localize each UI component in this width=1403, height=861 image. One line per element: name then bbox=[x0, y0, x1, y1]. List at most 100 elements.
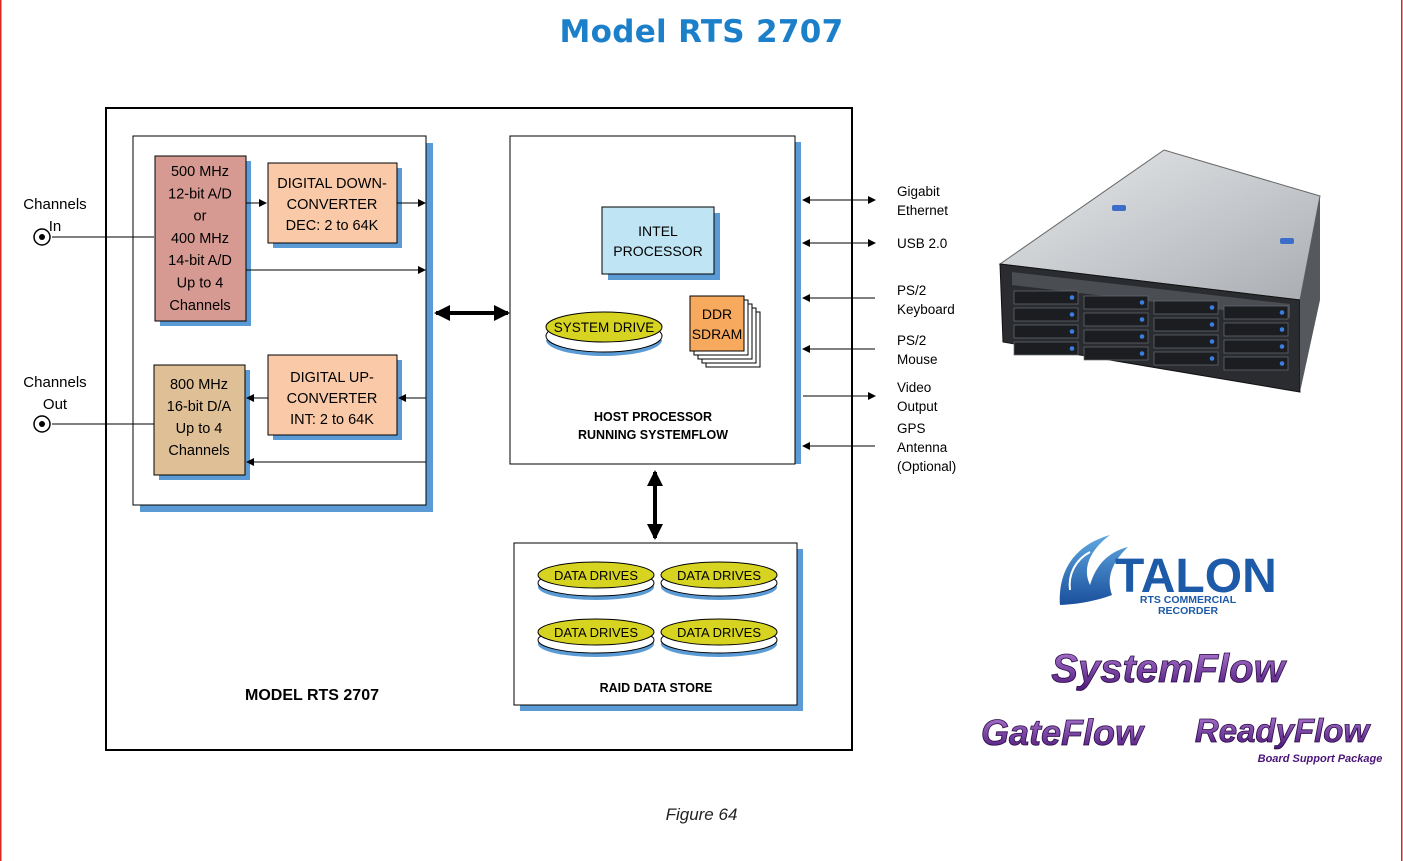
svg-text:RAID DATA STORE: RAID DATA STORE bbox=[600, 681, 713, 695]
server-bay-led bbox=[1139, 300, 1145, 305]
io-gps-label: Antenna bbox=[897, 440, 948, 455]
server-bay-led bbox=[1069, 312, 1075, 317]
io-mouse-label: Mouse bbox=[897, 352, 938, 367]
host-label-line: RUNNING SYSTEMFLOW bbox=[578, 428, 728, 442]
io-lines bbox=[802, 196, 876, 450]
coax-connector-icon bbox=[33, 228, 51, 246]
server-bay-led bbox=[1209, 356, 1215, 361]
ddc-label-line: CONVERTER bbox=[287, 197, 378, 213]
adc-block: 500 MHz 12-bit A/D or 400 MHz 14-bit A/D Up t… bbox=[154, 155, 251, 326]
channels-in-label-line: Channels bbox=[23, 196, 86, 213]
duc-label-line: INT: 2 to 64K bbox=[290, 412, 374, 428]
channels-out-label-line: Channels bbox=[23, 374, 86, 391]
server-drive-bay bbox=[1153, 300, 1219, 315]
dac-label-line: 16-bit D/A bbox=[167, 399, 232, 415]
server-drive-bay bbox=[1083, 346, 1149, 361]
intel-label-line: INTEL bbox=[638, 223, 678, 239]
ddr-label-line: DDR bbox=[702, 306, 732, 322]
dac-label-line: 800 MHz bbox=[170, 377, 228, 393]
server-bay-led bbox=[1279, 310, 1285, 315]
io-video-label: Video bbox=[897, 380, 931, 395]
data-drive-label: DATA DRIVES bbox=[554, 568, 638, 583]
readyflow-subtitle: Board Support Package bbox=[1258, 753, 1383, 765]
duc-label-line: CONVERTER bbox=[287, 391, 378, 407]
ddc-label-line: DIGITAL DOWN- bbox=[277, 176, 387, 192]
server-drive-bay bbox=[1153, 334, 1219, 349]
intel-label-line: PROCESSOR bbox=[613, 243, 702, 259]
server-bay-led bbox=[1209, 305, 1215, 310]
server-drive-bay bbox=[1083, 295, 1149, 310]
svg-text:SYSTEM DRIVE: SYSTEM DRIVE bbox=[554, 320, 655, 335]
io-keyboard-label: PS/2 bbox=[897, 283, 926, 298]
system-drive-icon: SYSTEM DRIVE bbox=[545, 311, 663, 356]
server-drive-bay bbox=[1153, 351, 1219, 366]
figure-caption: Figure 64 bbox=[665, 805, 738, 824]
server-drive-bay bbox=[1083, 329, 1149, 344]
server-bay-led bbox=[1279, 327, 1285, 332]
adc-label-line: Channels bbox=[169, 298, 230, 314]
server-bay-led bbox=[1209, 322, 1215, 327]
adc-label-line: 14-bit A/D bbox=[168, 253, 232, 269]
server-bay-led bbox=[1139, 351, 1145, 356]
duc-block: DIGITAL UP- CONVERTER INT: 2 to 64K bbox=[267, 354, 402, 440]
server-drive-bay bbox=[1013, 307, 1079, 322]
server-bay-led bbox=[1279, 344, 1285, 349]
readyflow-logo: ReadyFlow bbox=[1195, 712, 1372, 749]
dac-label-line: Channels bbox=[168, 443, 229, 459]
server-bay-led bbox=[1069, 329, 1075, 334]
intel-processor: INTEL PROCESSOR bbox=[601, 206, 720, 280]
channels-in-label-line: In bbox=[49, 218, 62, 235]
adc-label-line: 12-bit A/D bbox=[168, 186, 232, 202]
talon-subtitle-line: RTS COMMERCIAL bbox=[1140, 594, 1237, 606]
adc-label-line: Up to 4 bbox=[177, 276, 224, 292]
server-drive-bay bbox=[1013, 324, 1079, 339]
ddc-label-line: DEC: 2 to 64K bbox=[286, 218, 379, 234]
server-drive-bay bbox=[1013, 290, 1079, 305]
ddr-label-line: SDRAM bbox=[692, 326, 743, 342]
adc-label-line: or bbox=[194, 209, 207, 225]
data-drive-icon: DATA DRIVES bbox=[660, 561, 778, 600]
systemflow-logo: SystemFlow bbox=[1051, 647, 1287, 691]
server-bay-led bbox=[1069, 346, 1075, 351]
adc-label-line: 500 MHz bbox=[171, 164, 229, 180]
rackmount-server-image bbox=[998, 149, 1321, 393]
ddr-sdram-stack: DDR SDRAM bbox=[689, 295, 761, 368]
server-drive-bay bbox=[1223, 322, 1289, 337]
server-bay-led bbox=[1069, 295, 1075, 300]
data-drive-icon: DATA DRIVES bbox=[537, 618, 655, 657]
model-label: MODEL RTS 2707 bbox=[245, 687, 379, 704]
io-usb-label: USB 2.0 bbox=[897, 236, 947, 251]
channels-out-label-line: Out bbox=[43, 396, 68, 413]
dac-label-line: Up to 4 bbox=[176, 421, 223, 437]
io-gps-label: (Optional) bbox=[897, 459, 956, 474]
adc-label-line: 400 MHz bbox=[171, 231, 229, 247]
svg-text:TALON: TALON bbox=[1115, 550, 1277, 603]
data-drive-icon: DATA DRIVES bbox=[660, 618, 778, 657]
gateflow-logo: GateFlow bbox=[981, 712, 1145, 753]
data-drive-icon: DATA DRIVES bbox=[537, 561, 655, 600]
server-bay-led bbox=[1139, 317, 1145, 322]
server-bay-led bbox=[1279, 361, 1285, 366]
io-gps-label: GPS bbox=[897, 421, 926, 436]
duc-label-line: DIGITAL UP- bbox=[290, 370, 374, 386]
dac-block: 800 MHz 16-bit D/A Up to 4 Channels bbox=[153, 364, 250, 480]
io-keyboard-label: Keyboard bbox=[897, 302, 955, 317]
board-signal-lines bbox=[52, 199, 426, 466]
host-processor-box bbox=[509, 135, 801, 465]
io-video-label: Output bbox=[897, 399, 938, 414]
page-title: Model RTS 2707 bbox=[559, 14, 844, 50]
server-drive-bay bbox=[1153, 317, 1219, 332]
io-gigabit-label: Ethernet bbox=[897, 203, 948, 218]
io-gigabit-label: Gigabit bbox=[897, 184, 940, 199]
data-drive-label: DATA DRIVES bbox=[677, 568, 761, 583]
server-drive-bay bbox=[1083, 312, 1149, 327]
server-drive-bay bbox=[1223, 305, 1289, 320]
server-drive-bay bbox=[1013, 341, 1079, 356]
